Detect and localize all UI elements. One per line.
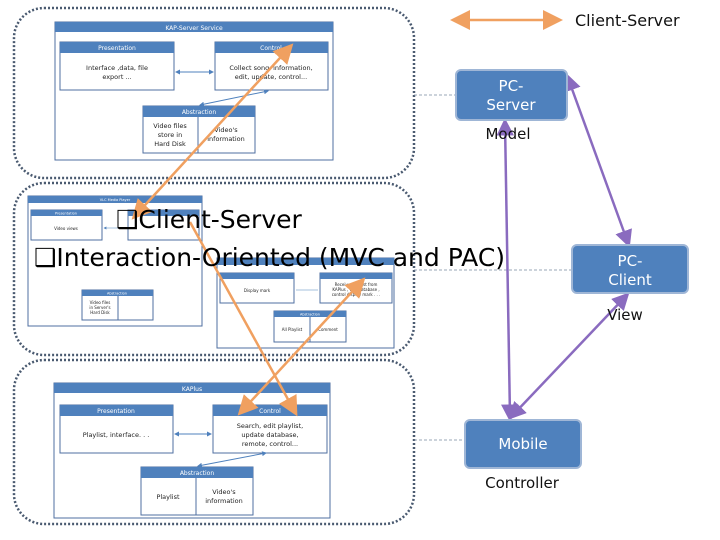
svg-text:Client: Client [608,271,652,289]
svg-text:Comment: Comment [318,327,338,332]
svg-text:Interface ,data, file: Interface ,data, file [86,64,148,72]
svg-text:Hard Disk: Hard Disk [90,310,110,315]
legend-label: Client-Server [575,11,680,30]
svg-text:store in: store in [158,131,182,139]
svg-text:export ...: export ... [102,73,131,81]
svg-text:Hard Disk: Hard Disk [154,140,186,148]
svg-text:Control: Control [260,45,282,52]
svg-text:Presentation: Presentation [98,45,136,52]
kap-server-service: KAP-Server Service Presentation Interfac… [54,21,334,161]
pc-client-node: PC- Client View [571,244,689,324]
svg-text:Abstraction: Abstraction [182,109,217,116]
svg-text:Controller: Controller [485,474,560,492]
svg-text:information: information [205,497,243,505]
server-group [12,6,416,180]
svg-text:Abstraction: Abstraction [300,313,320,317]
svg-text:Abstraction: Abstraction [107,292,127,296]
svg-text:KAPlus: KAPlus [182,386,202,393]
group-connectors [414,94,572,441]
svg-text:All Playlist: All Playlist [282,327,303,332]
svg-text:Playlist: Playlist [156,493,180,501]
svg-text:control display mark . . .: control display mark . . . [332,292,381,297]
svg-text:VLC Media Player: VLC Media Player [100,198,131,202]
svg-text:information: information [207,135,245,143]
svg-text:Mobile: Mobile [498,435,547,453]
svg-text:PC-: PC- [499,77,524,95]
svg-text:Video files: Video files [153,122,187,130]
bullet-interaction-oriented: ❑Interaction-Oriented (MVC and PAC) [34,243,506,272]
svg-text:View: View [607,306,643,324]
svg-text:Search, edit playlist,: Search, edit playlist, [237,422,303,430]
svg-text:Video files: Video files [90,300,111,305]
svg-text:Video's: Video's [212,488,236,496]
svg-text:Playlist, interface. . .: Playlist, interface. . . [83,431,150,439]
svg-text:in Server's: in Server's [89,305,110,310]
svg-text:Server: Server [486,96,536,114]
mobile-group [12,358,416,526]
bullet-client-server: ❑Client-Server [116,205,302,234]
svg-text:update database,: update database, [241,431,298,439]
svg-text:PC-: PC- [618,252,643,270]
svg-text:Control: Control [259,408,281,415]
svg-text:edit, update, control...: edit, update, control... [235,73,307,81]
client-server-arrows [131,43,366,417]
svg-text:Video views: Video views [54,226,78,231]
svg-text:Presentation: Presentation [97,408,135,415]
mobile-node: Mobile Controller [464,419,582,492]
svg-text:KAP-Server Service: KAP-Server Service [165,25,223,32]
svg-text:Model: Model [485,125,530,143]
svg-text:Abstraction: Abstraction [180,470,215,477]
kaplus: KAPlus Presentation Playlist, interface.… [53,382,331,519]
pc-server-node: PC- Server Model [455,69,568,143]
mvc-links [496,73,632,422]
svg-text:Presentation: Presentation [55,212,77,216]
svg-text:remote, control...: remote, control... [242,440,298,448]
svg-text:Display mark: Display mark [244,288,271,293]
